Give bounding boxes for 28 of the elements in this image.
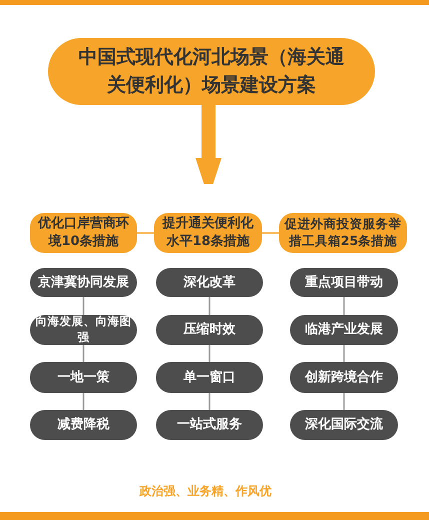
item-pill: 单一窗口 xyxy=(156,362,263,393)
connector-line xyxy=(82,393,84,410)
connector-line xyxy=(262,232,279,234)
connector-line xyxy=(343,345,345,362)
item-pill: 一地一策 xyxy=(30,362,137,393)
connector-line xyxy=(208,297,210,315)
item-pill: 临港产业发展 xyxy=(290,315,398,345)
slogan-text: 政治强、业务精、作风优 xyxy=(140,484,272,498)
item-pill: 一站式服务 xyxy=(156,410,263,440)
category-box: 优化口岸营商环境10条措施 xyxy=(30,213,137,253)
category-box: 促进外商投资服务举措工具箱25条措施 xyxy=(279,213,407,253)
connector-line xyxy=(82,297,84,315)
connector-line xyxy=(82,345,84,362)
item-pill: 创新跨境合作 xyxy=(290,362,398,393)
item-pill: 重点项目带动 xyxy=(290,268,398,297)
item-pill: 压缩时效 xyxy=(156,315,263,345)
connector-line xyxy=(343,297,345,315)
item-pill: 减费降税 xyxy=(30,410,137,440)
item-pill: 京津冀协同发展 xyxy=(30,268,137,297)
connector-line xyxy=(343,393,345,410)
item-pill: 向海发展、向海图强 xyxy=(30,315,137,345)
connector-line xyxy=(137,232,154,234)
item-pill: 深化国际交流 xyxy=(290,410,398,440)
connector-line xyxy=(208,345,210,362)
category-box: 提升通关便利化水平18条措施 xyxy=(154,213,262,253)
title-pill: 中国式现代化河北场景（海关通关便利化）场景建设方案 xyxy=(48,38,375,105)
connector-line xyxy=(208,393,210,410)
item-pill: 深化改革 xyxy=(156,268,263,297)
